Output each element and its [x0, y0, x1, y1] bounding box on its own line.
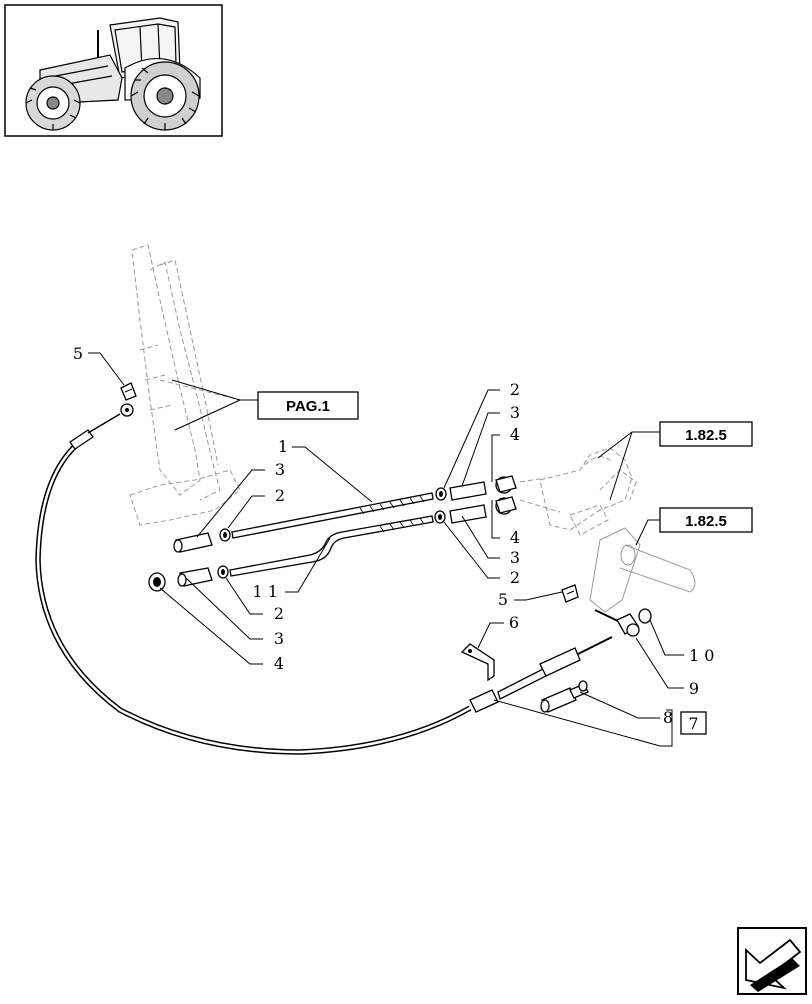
callout-10: 1 0 — [689, 646, 714, 665]
bracket — [460, 643, 495, 682]
callout-5-top: 5 — [73, 344, 83, 363]
callout-8: 8 — [663, 708, 673, 727]
callout-2-right-top: 2 — [510, 380, 520, 399]
connector-and-nut — [594, 608, 652, 637]
callout-3-lower: 3 — [274, 629, 284, 648]
svg-text:1.82.5: 1.82.5 — [685, 427, 727, 444]
upper-rod — [231, 492, 434, 539]
right-small-parts — [434, 475, 517, 524]
left-small-parts — [148, 528, 231, 592]
callout-4-lower: 4 — [274, 654, 284, 673]
callout-9: 9 — [689, 679, 699, 698]
callout-1-top: 1 — [278, 437, 288, 456]
callout-2-right-mid: 2 — [510, 568, 520, 587]
callout-3-right-top: 3 — [510, 403, 520, 422]
callout-4-right-top: 4 — [510, 425, 520, 444]
ref-box-kit-7[interactable]: 7 — [680, 711, 707, 735]
callout-2-left: 2 — [275, 486, 285, 505]
ref-box-1-82-5-upper[interactable]: 1.82.5 — [659, 421, 753, 447]
leader-lines — [88, 352, 684, 747]
ghost-bracket-assembly — [519, 447, 696, 613]
control-cable — [35, 403, 613, 755]
lower-bent-rod — [229, 515, 434, 577]
clip-top — [120, 382, 137, 401]
callout-3-left: 3 — [275, 460, 285, 479]
cable-adjuster — [540, 680, 589, 713]
ref-box-pag[interactable]: PAG.1 — [257, 391, 359, 420]
tractor-thumbnail — [4, 4, 223, 137]
callout-3-right-mid: 3 — [510, 548, 520, 567]
svg-text:7: 7 — [688, 714, 698, 733]
svg-text:PAG.1: PAG.1 — [286, 398, 330, 415]
callout-4-right-mid: 4 — [510, 528, 520, 547]
callout-2-lower: 2 — [274, 604, 284, 623]
tractor-icon — [25, 17, 201, 131]
ref-box-1-82-5-lower[interactable]: 1.82.5 — [659, 507, 753, 533]
svg-text:1.82.5: 1.82.5 — [685, 513, 727, 530]
ghost-lever-assembly — [129, 244, 241, 526]
callout-6: 6 — [509, 613, 519, 632]
clip-mid — [561, 584, 579, 603]
next-page-arrow-icon[interactable] — [737, 927, 807, 995]
callout-5-mid: 5 — [498, 590, 508, 609]
callout-11: 1 1 — [253, 582, 278, 601]
